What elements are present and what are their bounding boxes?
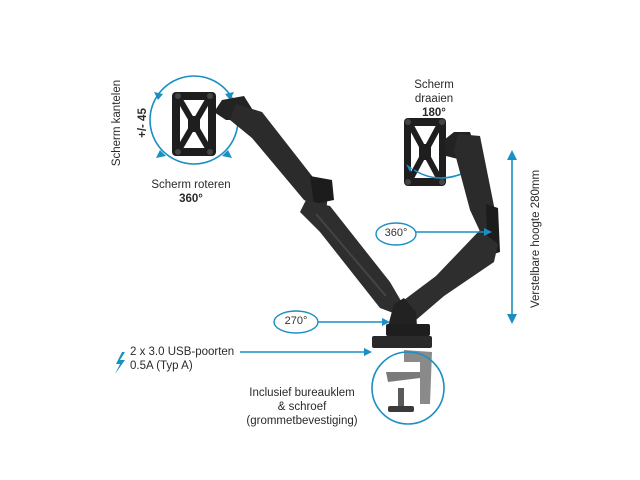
arm-rotation-value: 360° (384, 227, 408, 239)
arm-rotation-badge (375, 222, 492, 246)
height-label: Verstelbare hoogte 280mm (530, 169, 542, 309)
swivel-label: Scherm draaien 180° (414, 79, 454, 119)
right-arm (402, 132, 500, 320)
clamp-highlight-circle (371, 351, 445, 425)
base-rotation-badge (273, 310, 390, 334)
center-post (372, 298, 432, 348)
clamp-label: Inclusief bureauklem & schroef (grommetb… (246, 387, 358, 427)
desk-clamp (386, 350, 432, 412)
left-vesa-plate (172, 92, 216, 156)
left-arm (214, 96, 404, 314)
usb-label: 2 x 3.0 USB-poorten 0.5A (Typ A) (130, 346, 235, 372)
lightning-icon (115, 352, 125, 374)
rotate-label: Scherm roteren 360° (151, 179, 231, 205)
height-arrow (507, 150, 517, 324)
base-rotation-value: 270° (284, 315, 308, 327)
tilt-label: Scherm kantelen (111, 79, 123, 167)
usb-pointer (240, 348, 372, 356)
tilt-value: +/- 45 (137, 108, 149, 138)
right-vesa-plate (404, 118, 446, 186)
